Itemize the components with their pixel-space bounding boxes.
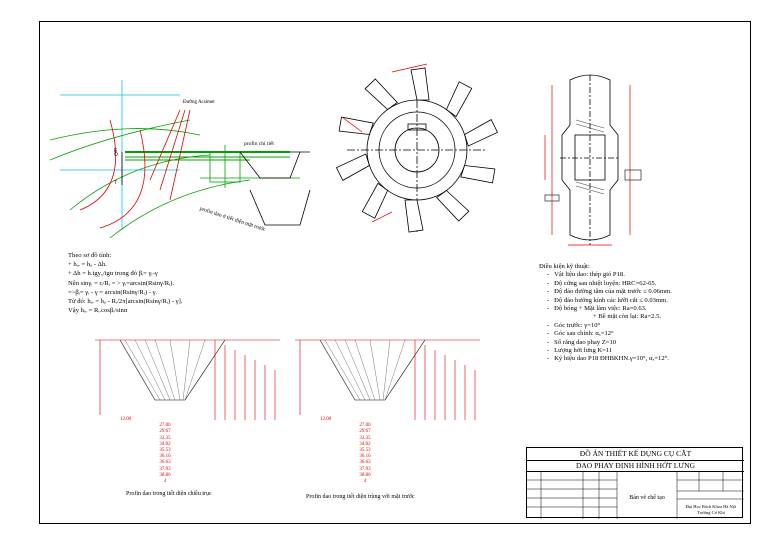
formula-line: Vậy hᵢᵥ = Rᵢ.cosβᵢ/sinα xyxy=(68,307,128,315)
dim-label: 27.00 xyxy=(159,423,171,429)
tech-note-item: - Độ đảo hướng kính các lưỡi cắt ≤ 0.03m… xyxy=(547,296,668,304)
cutter-tooth xyxy=(338,116,374,135)
dim-label: 12.00 xyxy=(120,417,132,422)
cutter-tooth xyxy=(460,165,496,184)
dim-label: 4 xyxy=(163,479,167,485)
dim-label: 27.00 xyxy=(359,423,371,429)
dim-label: 35.53 xyxy=(359,448,371,454)
profile2-caption: Profin dao trong tiết diện trùng với mặt… xyxy=(306,494,415,500)
profile1-caption: Profin dao trong tiết diện chiều trục xyxy=(126,491,212,497)
tech-note-item: - Độ bóng + Mặt làm việc: Ra=0.63. xyxy=(547,305,647,313)
dim-label: 12.00 xyxy=(320,417,332,422)
dim-label: 36.63 xyxy=(159,460,171,466)
dim-label: 37.93 xyxy=(159,466,171,472)
tech-note-item: - Góc sau chính: αₓ=12° xyxy=(547,330,614,338)
svg-text:E: E xyxy=(114,148,118,154)
dim-label: 32.35 xyxy=(359,435,371,441)
dim-label: 36.16 xyxy=(359,454,371,460)
dim-label: 37.93 xyxy=(359,466,371,472)
cutter-tooth xyxy=(464,119,499,147)
formula-block: Theo sơ đồ tính: + hᵢᵥ = hᵢᵢ - Δh. + Δh … xyxy=(68,251,298,315)
formula-line: + Δh = h.tgyₓ/tgα trong đó βᵢ= γᵢ-γ xyxy=(68,270,158,278)
tech-note-item: + Bề mặt còn lại: Ra=2.5. xyxy=(593,313,662,321)
cutter-tooth xyxy=(445,81,473,118)
tech-note-item: - Độ cứng sau nhiệt luyện: HRC=62-65. xyxy=(547,279,657,287)
formula-line: Nên sinγᵢ = rᵢ/Rᵢ = > γᵢ=arcsin(Rsinγ/Rᵢ… xyxy=(68,279,175,287)
dim-label: 29.67 xyxy=(359,429,371,435)
tech-note-item: - Ký hiệu dao P18 ĐHBKHN.γ=10°, αₓ=12°. xyxy=(547,355,669,363)
dim-label: 35.53 xyxy=(159,448,171,454)
title-block: ĐỒ ÁN THIẾT KẾ DỤNG CỤ CẮT DAO PHAY ĐỊNH… xyxy=(526,447,744,519)
profile2-dims: 12.00 27.00 29.67 32.35 34.02 35.53 36.1… xyxy=(320,417,410,485)
cutter-tooth xyxy=(410,67,430,101)
dim-label: 34.02 xyxy=(359,441,371,447)
school-name: Đại Học Bách Khoa Hà Nội xyxy=(685,504,737,509)
cutter-section-view xyxy=(544,74,642,246)
cutter-tooth xyxy=(404,199,424,233)
svg-text:O: O xyxy=(114,152,118,158)
tech-note-item: - Góc trước: γ=10° xyxy=(547,321,601,329)
dim-label: 4 xyxy=(363,479,367,485)
profile1-dims: 12.00 27.00 29.67 32.35 34.02 35.53 36.1… xyxy=(120,417,210,485)
tech-note-item: - Số răng dao phay Z=10 xyxy=(547,338,617,346)
dim-label: 32.35 xyxy=(159,435,171,441)
cutter-tooth xyxy=(364,78,398,111)
formula-line: Theo sơ đồ tính: xyxy=(68,252,112,259)
dept-name: Trường Cơ Khí xyxy=(697,510,725,515)
formula-line: =>βᵢ= γᵢ - γ = arcsin(Rsinγ/Rᵢ) - γ. xyxy=(68,288,158,296)
formula-line: + hᵢᵥ = hᵢᵢ - Δh. xyxy=(68,261,107,269)
cutter-tooth xyxy=(335,153,370,181)
sheet-frame xyxy=(39,21,751,524)
dim-label: 38.86 xyxy=(159,472,171,478)
sheet-name: Bản vẽ chế tạo xyxy=(629,495,665,501)
tech-note-item: - Độ đảo đường tâm của mặt trước ≤ 0.06m… xyxy=(547,288,672,296)
tech-notes: Điều kiện kỹ thuật: - Vật liệu dao: thép… xyxy=(539,263,739,364)
drawing-title: DAO PHAY ĐỊNH HÌNH HỚT LƯNG xyxy=(527,460,744,472)
profile-axial-section xyxy=(95,339,280,420)
cutter-tooth xyxy=(436,189,470,222)
dim-label: 36.63 xyxy=(359,460,371,466)
title-block-grid xyxy=(527,471,744,519)
tech-note-item: - Vật liệu dao: thép gió P18. xyxy=(547,271,625,279)
cutter-tooth xyxy=(361,182,389,219)
dim-label: 38.86 xyxy=(359,472,371,478)
formula-line: Từ đó: hᵢᵥ = hᵢᵢ - Rᵢ/2π[arcsin(Rsinγ/Rᵢ… xyxy=(68,298,183,306)
tech-notes-title: Điều kiện kỹ thuật: xyxy=(539,263,590,270)
tech-note-item: - Lượng hớt lưng K=11 xyxy=(547,347,613,355)
svg-text:T: T xyxy=(114,180,117,186)
label-duong-acsimet: Đường Acsimet xyxy=(183,100,215,105)
project-title: ĐỒ ÁN THIẾT KẾ DỤNG CỤ CẮT xyxy=(527,448,744,461)
dim-label: 34.02 xyxy=(159,441,171,447)
dim-label: 29.67 xyxy=(159,429,171,435)
dim-label: 36.16 xyxy=(159,454,171,460)
construction-diagram: O T E xyxy=(50,80,311,239)
profile-rake-section xyxy=(295,339,480,420)
label-profin-chi-tiet: profin chi tiết xyxy=(244,141,274,147)
cutter-front-view xyxy=(335,63,499,233)
